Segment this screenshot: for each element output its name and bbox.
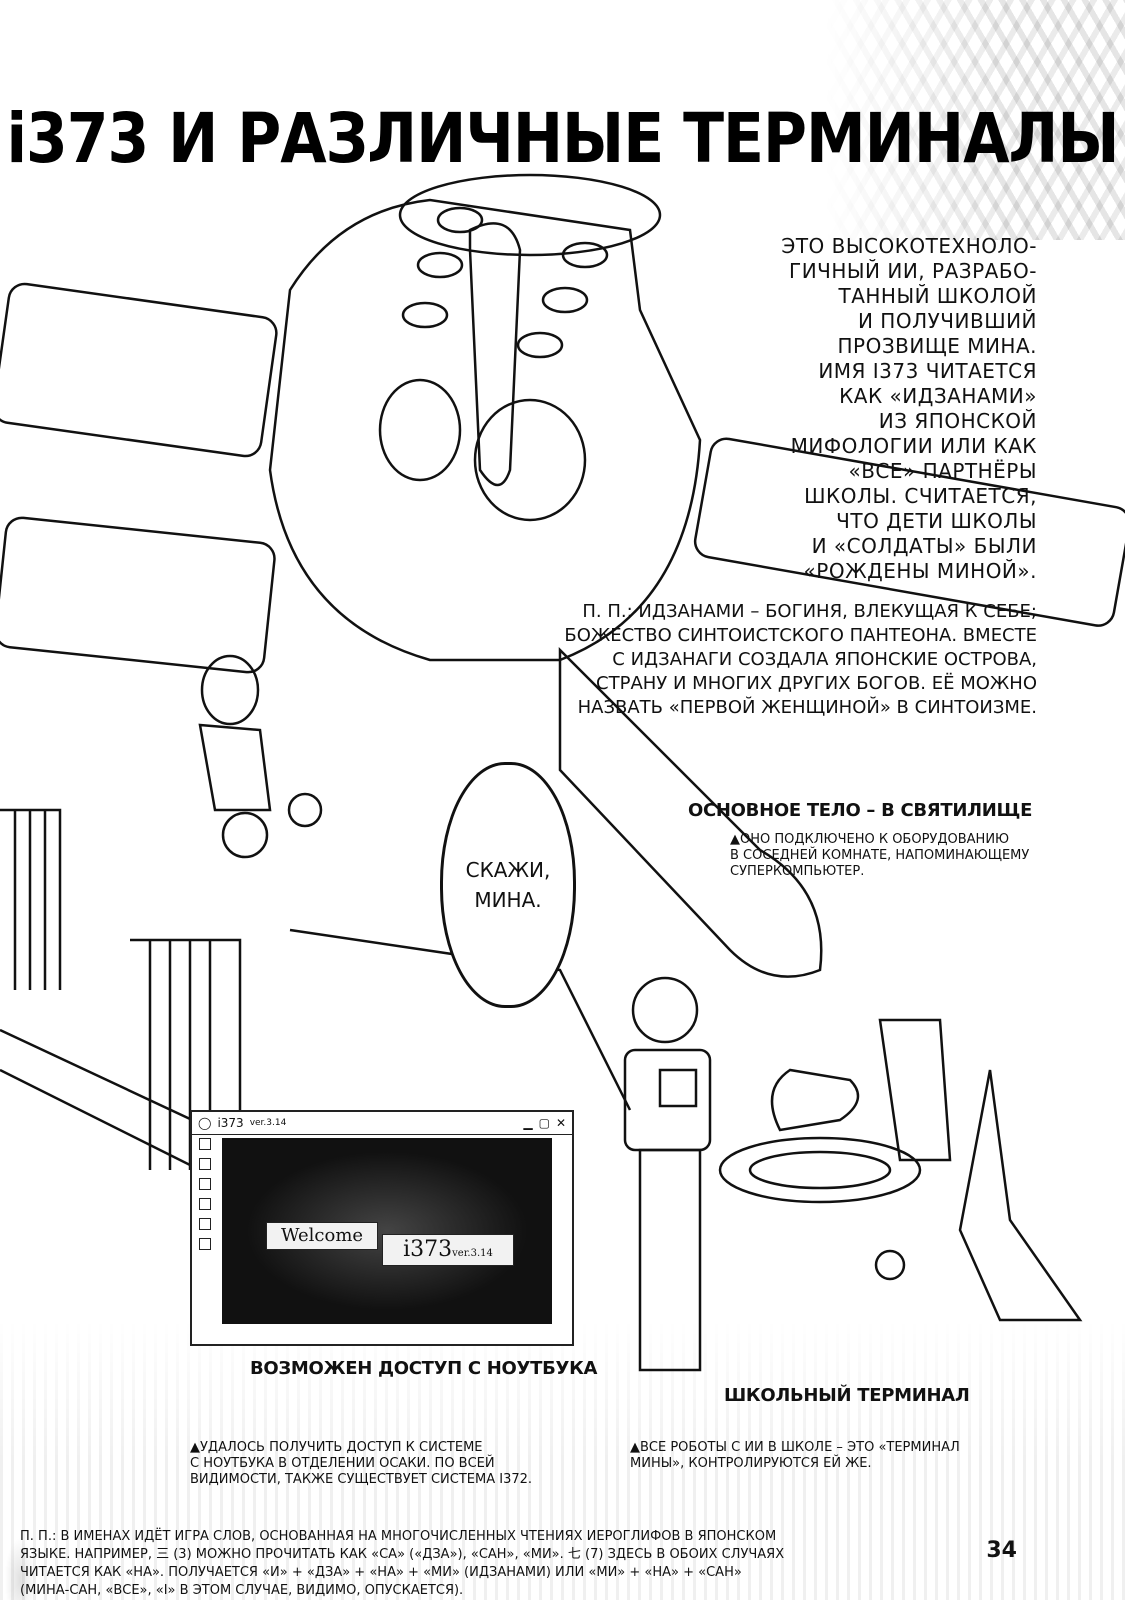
close-icon[interactable]: ✕ — [555, 1116, 566, 1130]
laptop-label: ВОЗМОЖЕН ДОСТУП С НОУТБУКА — [250, 1358, 598, 1379]
desktop-icon[interactable] — [199, 1238, 211, 1250]
ring-tube — [718, 1136, 922, 1204]
window-icon: ◯ — [198, 1116, 212, 1130]
laptop-caption: ▲УДАЛОСЬ ПОЛУЧИТЬ ДОСТУП К СИСТЕМЕ С НОУ… — [190, 1440, 533, 1487]
desktop-icon[interactable] — [199, 1218, 211, 1230]
page-title: i373 И РАЗЛИЧНЫЕ ТЕРМИНАЛЫ — [6, 98, 1119, 180]
window-title: i373 — [217, 1116, 244, 1130]
core-column — [468, 222, 522, 487]
main-body-frame — [268, 198, 702, 662]
maximize-icon[interactable]: ▢ — [538, 1116, 550, 1130]
welcome-screen: Welcome i373ver.3.14 — [222, 1138, 552, 1324]
i373-illustration — [0, 173, 1125, 1372]
window-title-bar: ◯ i373 ver.3.14 ▁ ▢ ✕ — [192, 1112, 572, 1135]
main-body-label: ОСНОВНОЕ ТЕЛО – В СВЯТИЛИЩЕ — [688, 800, 1033, 821]
main-body-tail — [558, 646, 823, 978]
server-unit — [693, 437, 1125, 627]
i373-logo: i373ver.3.14 — [382, 1234, 514, 1266]
window-version: ver.3.14 — [249, 1118, 287, 1128]
robot-head — [631, 976, 699, 1044]
translator-note: П. П.: ИДЗАНАМИ – БОГИНЯ, ВЛЕКУЩАЯ К СЕБ… — [564, 601, 1037, 718]
desktop-icon[interactable] — [199, 1198, 211, 1210]
footer-note: П. П.: В ИМЕНАХ ИДЁТ ИГРА СЛОВ, ОСНОВАНН… — [20, 1529, 785, 1598]
school-terminal-caption: ▲ВСЕ РОБОТЫ С ИИ В ШКОЛЕ – ЭТО «ТЕРМИНАЛ… — [630, 1440, 960, 1471]
minimize-icon[interactable]: ▁ — [523, 1116, 533, 1130]
desktop-icon[interactable] — [199, 1158, 211, 1170]
description-text: ЭТО ВЫСОКОТЕХНОЛО- ГИЧНЫЙ ИИ, РАЗРАБО- Т… — [781, 234, 1037, 583]
desktop-icon[interactable] — [199, 1178, 211, 1190]
page-number: 34 — [986, 1538, 1017, 1563]
server-unit — [0, 516, 276, 674]
tile-pattern-background — [825, 0, 1125, 240]
main-body-caption: ▲ОНО ПОДКЛЮЧЕНО К ОБОРУДОВАНИЮ В СОСЕДНЕ… — [730, 832, 1030, 879]
desktop-icons — [196, 1138, 214, 1324]
laptop-window: ◯ i373 ver.3.14 ▁ ▢ ✕ Welcome i373ver.3.… — [190, 1110, 574, 1346]
school-terminal-label: ШКОЛЬНЫЙ ТЕРМИНАЛ — [724, 1385, 970, 1406]
desktop-icon[interactable] — [199, 1138, 211, 1150]
forest-background — [0, 1320, 1125, 1600]
server-unit — [0, 282, 278, 458]
speech-bubble: СКАЖИ, МИНА. — [440, 762, 576, 1008]
welcome-text: Welcome — [266, 1222, 378, 1250]
halo-ring — [398, 173, 662, 257]
